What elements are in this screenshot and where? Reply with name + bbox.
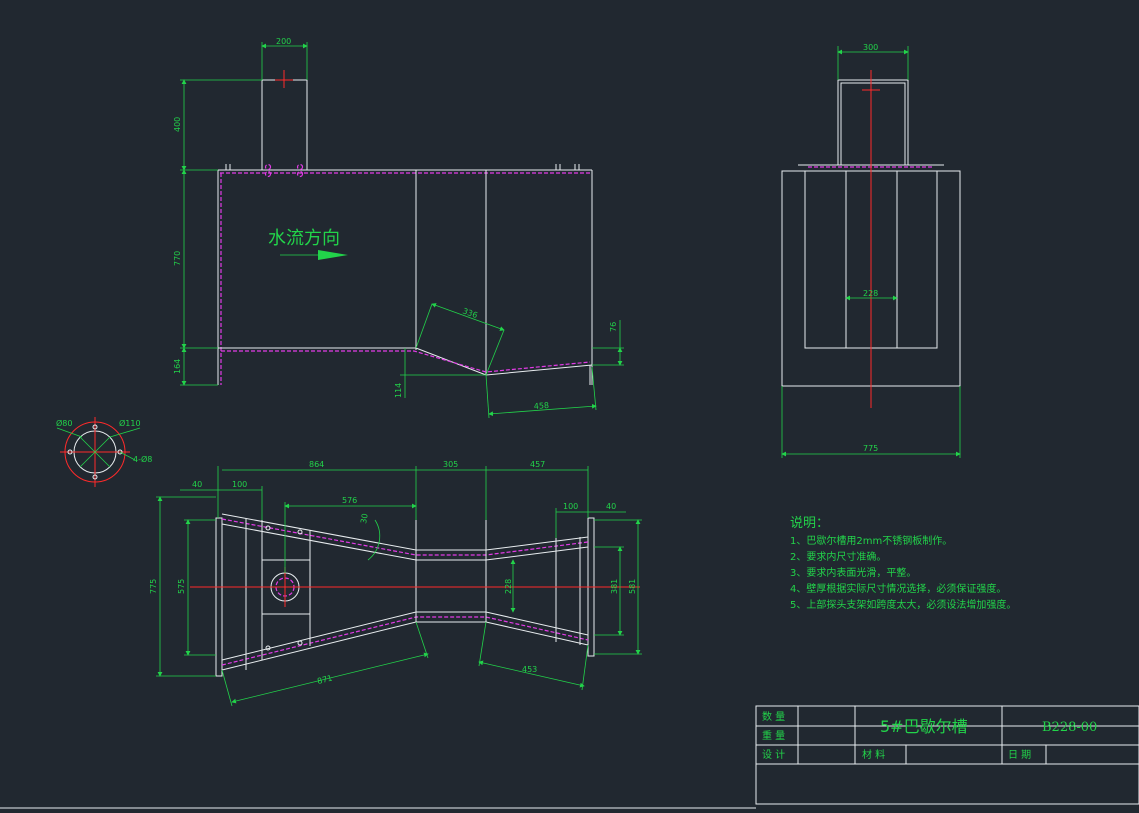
dim-plan-right-section: 100 bbox=[563, 502, 578, 511]
plan-inlet-flange bbox=[215, 517, 223, 677]
dim-plan-converge-length: 864 bbox=[309, 460, 324, 469]
dim-end-throat-width: 228 bbox=[863, 289, 878, 298]
dim-plan-right-flange: 40 bbox=[606, 502, 616, 511]
side-probe-mount bbox=[261, 79, 308, 171]
dim-end-total-width: 775 bbox=[863, 444, 878, 453]
dim-plan-left-flange: 40 bbox=[192, 480, 202, 489]
side-elevation-view: 水流方向 200 400 770 164 336 7 bbox=[173, 37, 624, 419]
dim-plan-converge-slant: 871 bbox=[316, 674, 333, 686]
dim-side-outlet-length: 458 bbox=[534, 401, 550, 411]
dim-plan-angle: 30 bbox=[359, 513, 370, 525]
plan-bottom-wall-outer bbox=[221, 621, 589, 671]
dim-end-top-width: 300 bbox=[863, 43, 878, 52]
side-dimensions: 200 400 770 164 336 76 114 bbox=[173, 37, 624, 419]
plan-top-wall-inner bbox=[221, 523, 589, 561]
title-block: 数 量 重 量 设 计 5#巴歇尔槽 B228-00 材 料 日 期 bbox=[0, 705, 1139, 809]
end-probe-mount bbox=[837, 79, 909, 166]
note-item-2: 2、要求内尺寸准确。 bbox=[790, 550, 886, 563]
dim-plan-outlet-outer: 581 bbox=[628, 579, 637, 594]
dim-plan-inlet-width: 575 bbox=[177, 579, 186, 594]
note-item-4: 4、壁厚根据实际尺寸情况选择，必须保证强度。 bbox=[790, 582, 1006, 595]
dim-plan-throat-width: 228 bbox=[504, 579, 513, 594]
dim-pipe-holes: 4-Ø8 bbox=[133, 454, 152, 464]
note-item-1: 1、巴歇尔槽用2mm不锈钢板制作。 bbox=[790, 534, 952, 547]
notes-title: 说明： bbox=[790, 516, 829, 531]
title-designer-label: 设 计 bbox=[762, 748, 785, 761]
title-drawing-name: 5#巴歇尔槽 bbox=[880, 717, 968, 736]
dim-plan-total-width: 775 bbox=[149, 579, 158, 594]
title-date-label: 日 期 bbox=[1008, 749, 1031, 761]
dim-side-top-width: 200 bbox=[276, 37, 291, 46]
title-weight-label: 重 量 bbox=[762, 729, 785, 742]
pipe-detail-view: Ø80 Ø110 4-Ø8 bbox=[56, 417, 152, 487]
title-drawing-number: B228-00 bbox=[1042, 720, 1097, 735]
dim-side-top-height: 400 bbox=[173, 117, 182, 132]
dim-plan-left-section: 100 bbox=[232, 480, 247, 489]
side-mount-tabs bbox=[225, 164, 580, 170]
plan-angle-arc bbox=[367, 519, 381, 561]
dim-side-drop: 114 bbox=[394, 383, 403, 398]
dim-pipe-inner: Ø80 bbox=[56, 418, 72, 428]
dim-side-right-step: 76 bbox=[609, 322, 618, 332]
notes-block: 说明： 1、巴歇尔槽用2mm不锈钢板制作。 2、要求内尺寸准确。 3、要求内表面… bbox=[790, 516, 1016, 611]
dim-side-body-height: 770 bbox=[173, 251, 182, 266]
plan-bottom-wall-inner bbox=[221, 611, 589, 661]
note-item-5: 5、上部探头支架如跨度太大，必须设法增加强度。 bbox=[790, 598, 1016, 611]
plan-dimensions: 864 305 457 40 100 576 30 775 575 228 bbox=[149, 460, 642, 707]
plan-view: 864 305 457 40 100 576 30 775 575 228 bbox=[149, 460, 642, 707]
title-quantity-label: 数 量 bbox=[762, 710, 785, 723]
dim-plan-inner-length: 576 bbox=[342, 496, 357, 505]
dim-side-bottom-height: 164 bbox=[173, 359, 182, 374]
dim-plan-throat-length: 305 bbox=[443, 460, 458, 469]
dim-plan-diverge-slant: 453 bbox=[522, 665, 537, 674]
dim-plan-outlet-inner: 381 bbox=[610, 579, 619, 594]
note-item-3: 3、要求内表面光滑，平整。 bbox=[790, 566, 916, 579]
plan-top-wall-outer bbox=[221, 513, 589, 551]
end-view: 300 228 775 bbox=[781, 43, 961, 458]
flow-direction-label: 水流方向 bbox=[268, 228, 340, 249]
dim-plan-diverge-length: 457 bbox=[530, 460, 545, 469]
dim-pipe-outer: Ø110 bbox=[119, 418, 141, 428]
title-material-label: 材 料 bbox=[862, 748, 885, 761]
